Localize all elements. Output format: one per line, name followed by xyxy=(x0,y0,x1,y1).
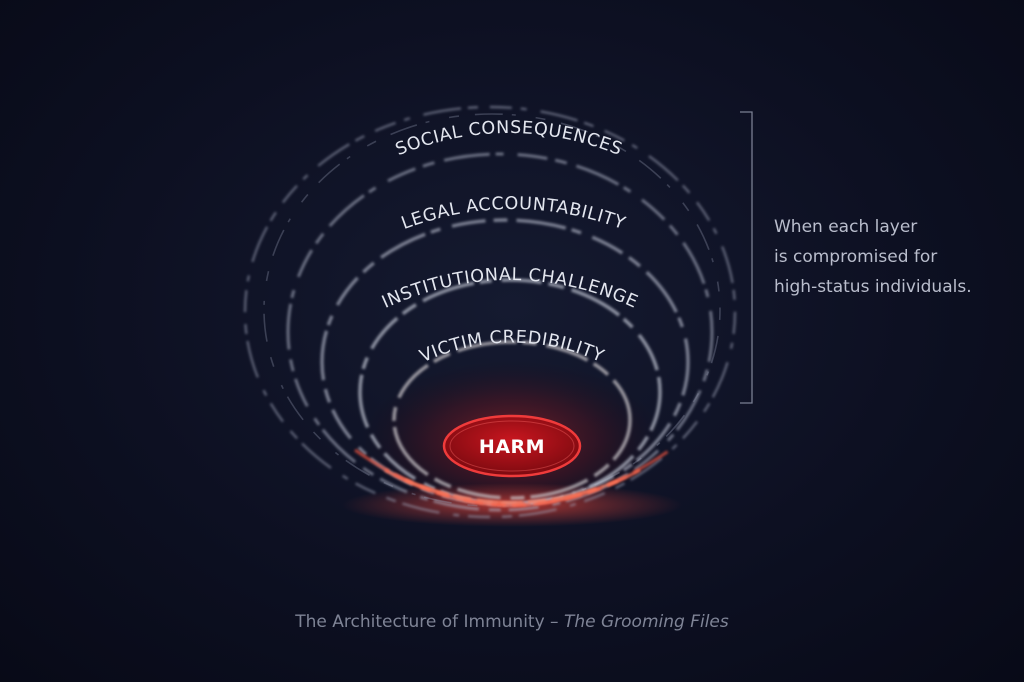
harm-core: HARM xyxy=(442,414,582,478)
annotation: When each layer is compromised for high-… xyxy=(774,212,1014,302)
bracket xyxy=(740,111,753,404)
annotation-line: When each layer xyxy=(774,217,918,237)
ring-social xyxy=(286,152,714,512)
ring-outer xyxy=(243,105,737,519)
annotation-line: is compromised for xyxy=(774,247,938,267)
layer-label-legal: LEGAL ACCOUNTABILITY xyxy=(399,194,628,234)
layer-label-institutional: INSTITUTIONAL CHALLENGE xyxy=(379,265,641,313)
harm-label: HARM xyxy=(479,436,545,458)
ring-red-tint xyxy=(354,448,671,507)
caption: The Architecture of Immunity – The Groom… xyxy=(0,612,1024,632)
ring-victim xyxy=(392,340,632,500)
caption-separator: – xyxy=(544,612,564,632)
caption-title: The Architecture of Immunity xyxy=(295,612,545,632)
caption-subtitle: The Grooming Files xyxy=(563,612,729,632)
annotation-line: high-status individuals. xyxy=(774,277,972,297)
